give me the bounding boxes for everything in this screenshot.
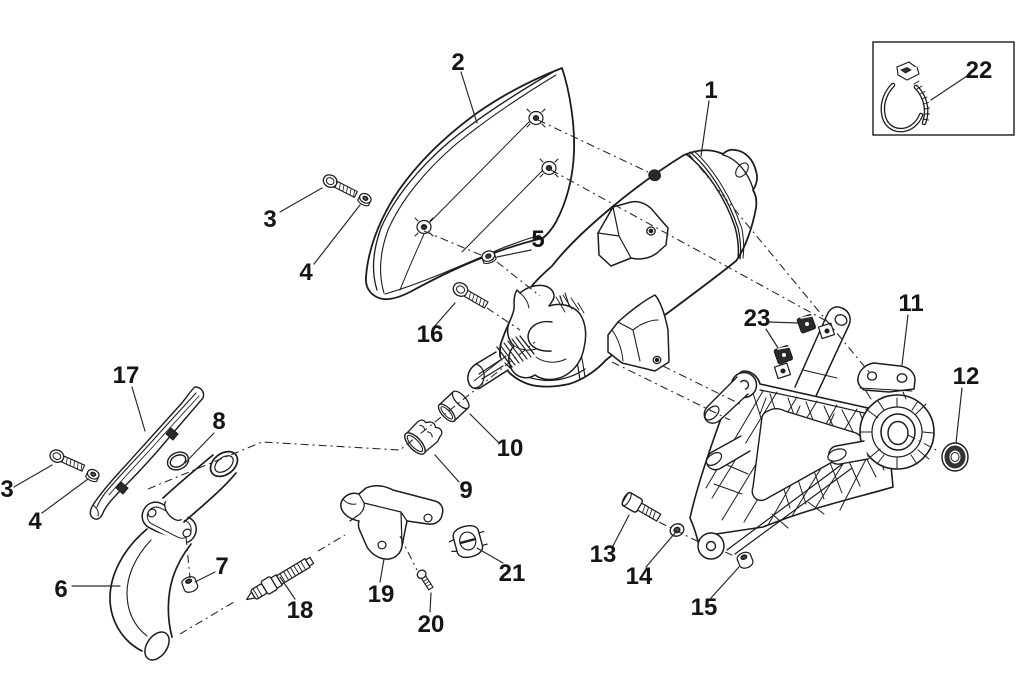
svg-text:9: 9 [459, 477, 472, 504]
svg-text:10: 10 [497, 435, 524, 462]
svg-text:5: 5 [531, 226, 544, 253]
svg-text:13: 13 [590, 541, 617, 568]
svg-text:15: 15 [691, 594, 718, 621]
svg-text:19: 19 [368, 581, 395, 608]
svg-text:12: 12 [953, 363, 980, 390]
svg-text:11: 11 [898, 290, 923, 317]
svg-text:4: 4 [299, 259, 313, 286]
svg-text:20: 20 [418, 611, 445, 638]
svg-text:22: 22 [966, 57, 993, 84]
svg-text:17: 17 [113, 362, 140, 389]
svg-text:4: 4 [28, 508, 42, 535]
svg-text:3: 3 [0, 476, 13, 503]
svg-text:18: 18 [287, 597, 314, 624]
svg-text:23: 23 [744, 305, 771, 332]
svg-text:1: 1 [704, 77, 717, 104]
svg-text:16: 16 [417, 321, 444, 348]
svg-text:14: 14 [626, 563, 653, 590]
svg-text:2: 2 [451, 49, 464, 76]
svg-text:6: 6 [54, 576, 67, 603]
svg-text:3: 3 [263, 206, 276, 233]
svg-text:21: 21 [499, 560, 526, 587]
svg-text:7: 7 [215, 553, 228, 580]
svg-text:8: 8 [212, 408, 225, 435]
